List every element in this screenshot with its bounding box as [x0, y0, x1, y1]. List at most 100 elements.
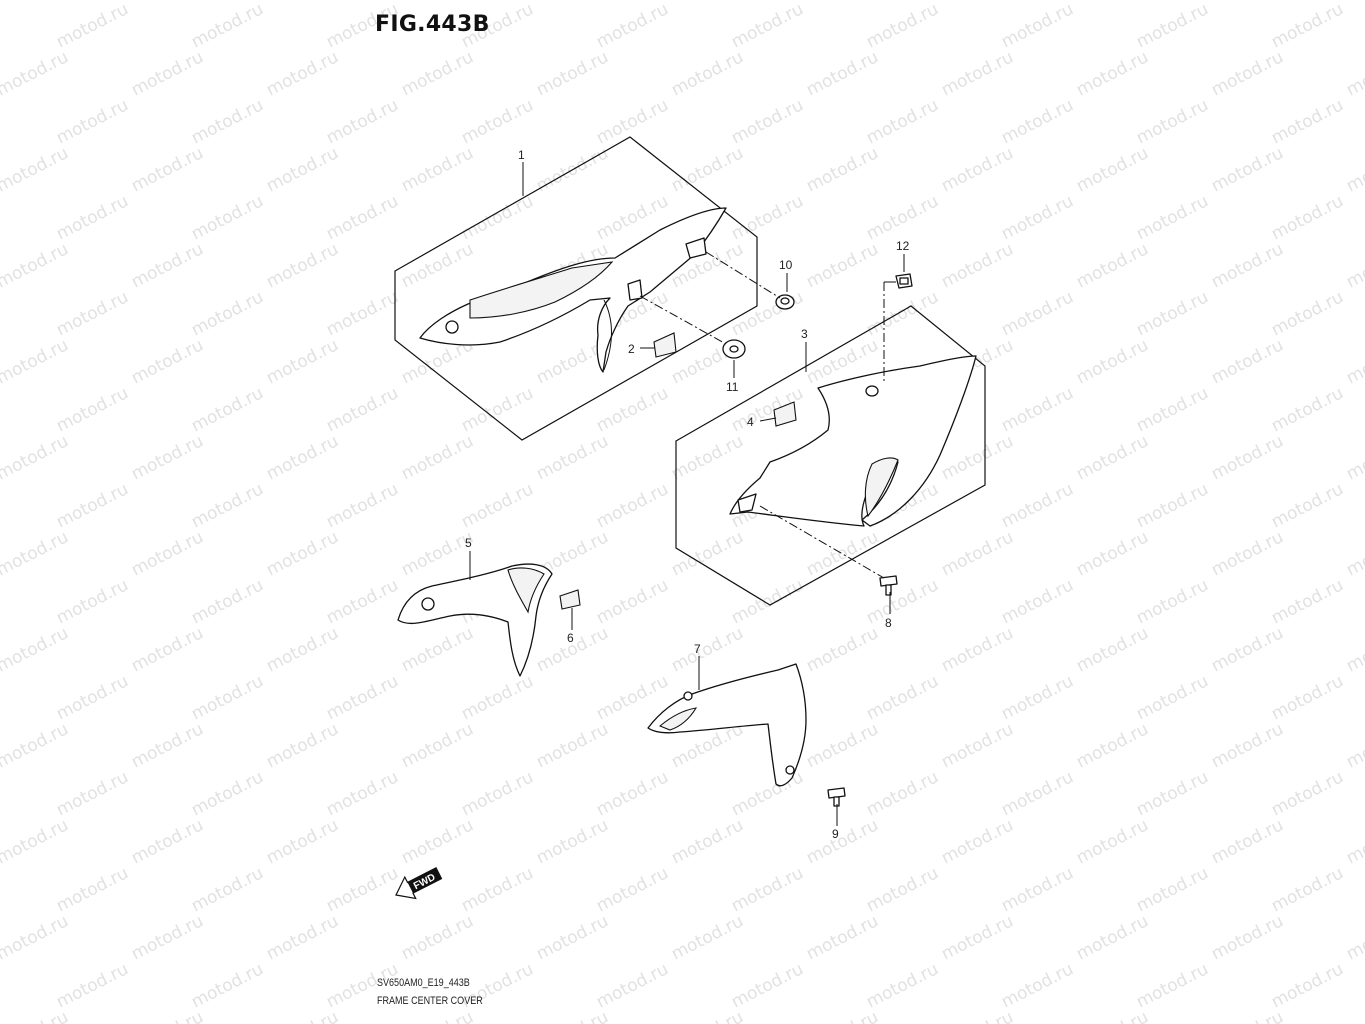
watermark-text: motod.ru — [593, 863, 672, 916]
watermark-text: motod.ru — [1343, 0, 1365, 4]
watermark-text: motod.ru — [1268, 767, 1347, 820]
watermark-text: motod.ru — [1208, 623, 1287, 676]
watermark-text: motod.ru — [128, 47, 207, 100]
watermark-text: motod.ru — [533, 0, 612, 4]
watermark-text: motod.ru — [803, 0, 882, 4]
watermark-text: motod.ru — [128, 815, 207, 868]
watermark-text: motod.ru — [998, 95, 1077, 148]
watermark-text: motod.ru — [1268, 575, 1347, 628]
watermark-text: motod.ru — [1343, 431, 1365, 484]
watermark-text: motod.ru — [398, 47, 477, 100]
watermark-text: motod.ru — [0, 623, 72, 676]
watermark-text: motod.ru — [938, 239, 1017, 292]
watermark-text: motod.ru — [1133, 383, 1212, 436]
watermark-text: motod.ru — [1208, 815, 1287, 868]
watermark-text: motod.ru — [128, 335, 207, 388]
watermark-text: motod.ru — [803, 1007, 882, 1024]
watermark-text: motod.ru — [1073, 335, 1152, 388]
watermark-text: motod.ru — [128, 143, 207, 196]
watermark-text: motod.ru — [398, 431, 477, 484]
watermark-text: motod.ru — [1343, 143, 1365, 196]
watermark-text: motod.ru — [128, 911, 207, 964]
callout-10: 10 — [779, 258, 793, 272]
watermark-text: motod.ru — [323, 767, 402, 820]
watermark-text: motod.ru — [0, 335, 72, 388]
watermark-text: motod.ru — [533, 431, 612, 484]
watermark-text: motod.ru — [1208, 431, 1287, 484]
watermark-text: motod.ru — [0, 815, 72, 868]
watermark-text: motod.ru — [938, 431, 1017, 484]
watermark-text: motod.ru — [1208, 911, 1287, 964]
watermark-text: motod.ru — [938, 47, 1017, 100]
watermark-text: motod.ru — [1133, 479, 1212, 532]
watermark-text: motod.ru — [0, 911, 72, 964]
watermark-text: motod.ru — [128, 527, 207, 580]
watermark-text: motod.ru — [0, 431, 72, 484]
watermark-text: motod.ru — [668, 143, 747, 196]
watermark-text: motod.ru — [803, 623, 882, 676]
watermark-text: motod.ru — [938, 815, 1017, 868]
watermark-text: motod.ru — [803, 239, 882, 292]
watermark-text: motod.ru — [1133, 95, 1212, 148]
watermark-text: motod.ru — [323, 671, 402, 724]
watermark-text: motod.ru — [728, 0, 807, 52]
watermark-text: motod.ru — [1268, 287, 1347, 340]
watermark-text: motod.ru — [263, 47, 342, 100]
watermark-text: motod.ru — [188, 287, 267, 340]
callout-6: 6 — [567, 631, 574, 645]
watermark-text: motod.ru — [398, 0, 477, 4]
watermark-text: motod.ru — [1073, 719, 1152, 772]
watermark-text: motod.ru — [128, 623, 207, 676]
watermark-text: motod.ru — [53, 95, 132, 148]
watermark-text: motod.ru — [728, 767, 807, 820]
watermark-text: motod.ru — [728, 191, 807, 244]
watermark-text: motod.ru — [998, 191, 1077, 244]
watermark-text: motod.ru — [593, 767, 672, 820]
watermark-text: motod.ru — [1343, 911, 1365, 964]
watermark-text: motod.ru — [458, 863, 537, 916]
watermark-text: motod.ru — [1073, 911, 1152, 964]
watermark-text: motod.ru — [53, 191, 132, 244]
watermark-text: motod.ru — [998, 959, 1077, 1012]
figure-title: FIG.443B — [375, 12, 490, 37]
watermark-text: motod.ru — [263, 431, 342, 484]
watermark-text: motod.ru — [803, 143, 882, 196]
part-3-frame-cover — [729, 355, 977, 527]
watermark-text: motod.ru — [728, 95, 807, 148]
watermark-text: motod.ru — [938, 143, 1017, 196]
watermark-text: motod.ru — [1208, 239, 1287, 292]
watermark-text: motod.ru — [1073, 527, 1152, 580]
leader-4 — [759, 417, 777, 422]
watermark-text: motod.ru — [863, 191, 942, 244]
watermark-text: motod.ru — [863, 575, 942, 628]
watermark-text: motod.ru — [263, 1007, 342, 1024]
watermark-text: motod.ru — [803, 719, 882, 772]
watermark-text: motod.ru — [458, 95, 537, 148]
watermark-text: motod.ru — [593, 383, 672, 436]
watermark-text: motod.ru — [323, 575, 402, 628]
watermark-text: motod.ru — [128, 1007, 207, 1024]
watermark-text: motod.ru — [593, 479, 672, 532]
watermark-text: motod.ru — [668, 1007, 747, 1024]
watermark-text: motod.ru — [263, 527, 342, 580]
watermark-text: motod.ru — [533, 911, 612, 964]
assembly-line-8 — [759, 505, 885, 579]
part-6-label — [559, 589, 581, 610]
watermark-text: motod.ru — [188, 95, 267, 148]
watermark-text: motod.ru — [53, 959, 132, 1012]
part-7-lower-cover — [647, 663, 807, 787]
watermark-text: motod.ru — [1343, 335, 1365, 388]
watermark-text: motod.ru — [323, 479, 402, 532]
watermark-text: motod.ru — [593, 575, 672, 628]
watermark-text: motod.ru — [938, 623, 1017, 676]
watermark-text: motod.ru — [188, 0, 267, 52]
watermark-text: motod.ru — [728, 287, 807, 340]
watermark-text: motod.ru — [263, 815, 342, 868]
watermark-text: motod.ru — [188, 671, 267, 724]
watermark-text: motod.ru — [263, 239, 342, 292]
watermark-text: motod.ru — [998, 863, 1077, 916]
fwd-label: FWD — [412, 872, 437, 892]
watermark-text: motod.ru — [1073, 47, 1152, 100]
fwd-arrow-icon: FWD — [395, 867, 443, 900]
watermark-text: motod.ru — [188, 959, 267, 1012]
